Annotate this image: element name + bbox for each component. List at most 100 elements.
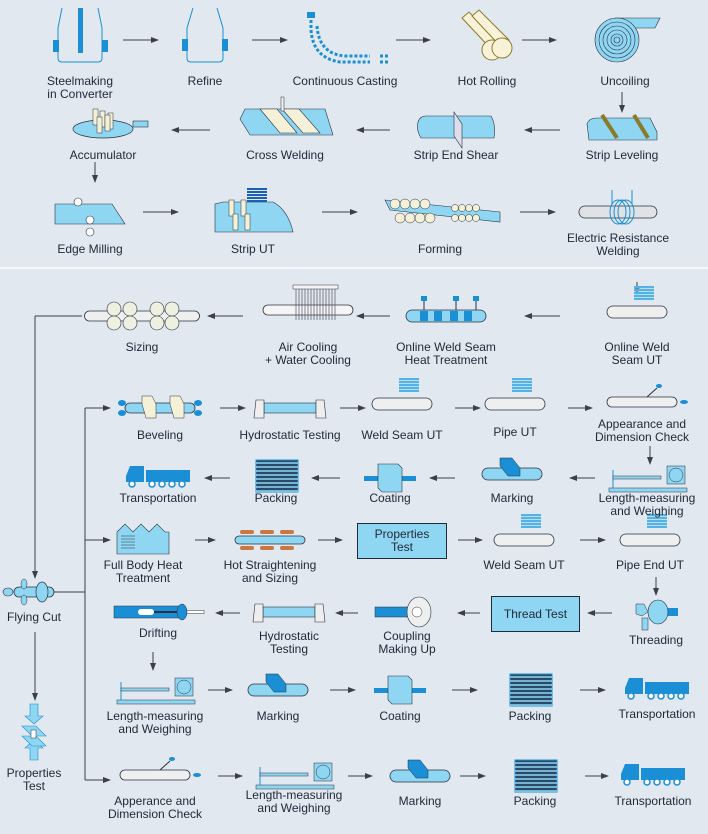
- scale-icon: [255, 762, 335, 790]
- step-label-line: Hydrostatic Testing: [239, 428, 341, 442]
- step-pipe-end-ut: Pipe End UT: [616, 559, 684, 572]
- step-label-line: Steelmaking: [46, 74, 114, 88]
- step-label-line: Uncoiling: [600, 74, 650, 88]
- step-label-line: + Water Cooling: [265, 353, 351, 367]
- step-label-line: Sizing: [125, 340, 159, 354]
- step-thread-test: Thread Test: [491, 596, 580, 632]
- step-coating-1: Coating: [369, 492, 410, 505]
- step-label-line: Accumulator: [69, 148, 137, 162]
- step-label-line: Testing: [269, 642, 309, 656]
- step-sizing: Sizing: [126, 341, 159, 354]
- step-label-line: Drifting: [138, 626, 178, 640]
- inspection-icon: [119, 757, 201, 781]
- step-label-line: Weld Seam UT: [361, 428, 443, 442]
- step-label-line: Strip Leveling: [585, 148, 659, 162]
- step-flying-cut: Flying Cut: [7, 611, 61, 624]
- step-label-line: Air Cooling: [278, 340, 338, 354]
- step-label-line: in Converter: [47, 87, 113, 101]
- step-label-line: Marking: [256, 709, 300, 723]
- step-cooling: Air Cooling+ Water Cooling: [265, 341, 351, 367]
- truck-icon: [126, 466, 190, 488]
- coating-icon: [364, 463, 416, 493]
- hydrostatic-icon: [252, 603, 326, 623]
- refine-vessel-icon: [182, 7, 228, 63]
- rolls-icon: [461, 9, 513, 61]
- step-label-line: Properties: [6, 766, 62, 780]
- step-label-line: Treatment: [115, 571, 171, 585]
- step-strip-leveling: Strip Leveling: [586, 149, 659, 162]
- step-drifting: Drifting: [139, 627, 177, 640]
- coupling-icon: [374, 596, 432, 628]
- coil-icon: [594, 17, 661, 63]
- step-label-line: Length-measuring: [106, 709, 204, 723]
- step-packing-3: Packing: [514, 795, 557, 808]
- step-label-line: Pipe End UT: [615, 558, 685, 572]
- step-transport-1: Transportation: [120, 492, 197, 505]
- step-packing-2: Packing: [509, 710, 552, 723]
- step-label-line: Apperance and: [114, 794, 196, 808]
- step-marking-3: Marking: [399, 795, 442, 808]
- step-label-line: and Weighing: [257, 801, 331, 815]
- truck-icon: [625, 678, 689, 700]
- step-marking-2: Marking: [257, 710, 300, 723]
- pipe-ut-icon: [619, 514, 681, 547]
- step-label-line: Hot Straightening: [223, 558, 317, 572]
- step-label-line: and Weighing: [610, 504, 684, 518]
- section-divider: [0, 267, 708, 269]
- step-label-line: Transportation: [618, 707, 696, 721]
- step-label-line: Flying Cut: [6, 610, 62, 624]
- coating-icon: [374, 675, 426, 705]
- step-label-line: Transportation: [119, 491, 197, 505]
- straightening-icon: [234, 530, 306, 550]
- step-label-line: Heat Treatment: [404, 353, 488, 367]
- heat-treat-icon: [405, 296, 487, 323]
- shear-icon: [417, 111, 495, 149]
- step-transport-3: Transportation: [615, 795, 692, 808]
- step-label-line: Welding: [596, 244, 640, 258]
- step-label-line: Coupling: [383, 629, 431, 643]
- step-label-line: Online Weld: [604, 340, 670, 354]
- step-forming: Forming: [418, 243, 462, 256]
- converter-icon: [53, 7, 108, 63]
- pipe-bundle-icon: [255, 459, 299, 493]
- step-label-line: Beveling: [136, 428, 184, 442]
- casting-icon: [307, 12, 390, 64]
- step-threading: Threading: [629, 634, 683, 647]
- threading-icon: [635, 599, 678, 631]
- forming-icon: [384, 198, 501, 224]
- step-label-line: Edge Milling: [57, 242, 123, 256]
- step-label-line: Dimension Check: [594, 430, 690, 444]
- step-label-line: Continuous Casting: [292, 74, 398, 88]
- step-label-line: Marking: [398, 794, 442, 808]
- step-pipe-ut: Pipe UT: [493, 426, 536, 439]
- edge-mill-icon: [54, 197, 126, 237]
- step-label-line: Full Body Heat: [103, 558, 183, 572]
- step-hot-rolling: Hot Rolling: [458, 75, 517, 88]
- step-label-line: Properties: [374, 527, 430, 541]
- accumulator-icon: [72, 108, 149, 139]
- step-label-line: Electric Resistance: [566, 231, 670, 245]
- step-strip-end-shear: Strip End Shear: [414, 149, 499, 162]
- hydrostatic-icon: [253, 399, 327, 419]
- step-label-line: Appearance and: [597, 417, 687, 431]
- marking-icon: [247, 673, 309, 697]
- step-label-line: Packing: [508, 709, 552, 723]
- step-label-line: Strip UT: [230, 242, 276, 256]
- step-accumulator: Accumulator: [70, 149, 137, 162]
- step-label-line: Test: [390, 540, 413, 554]
- step-continuous-casting: Continuous Casting: [293, 75, 398, 88]
- cross-weld-icon: [239, 96, 334, 136]
- step-label-line: Dimension Check: [107, 807, 203, 821]
- step-label-line: Making Up: [378, 642, 436, 656]
